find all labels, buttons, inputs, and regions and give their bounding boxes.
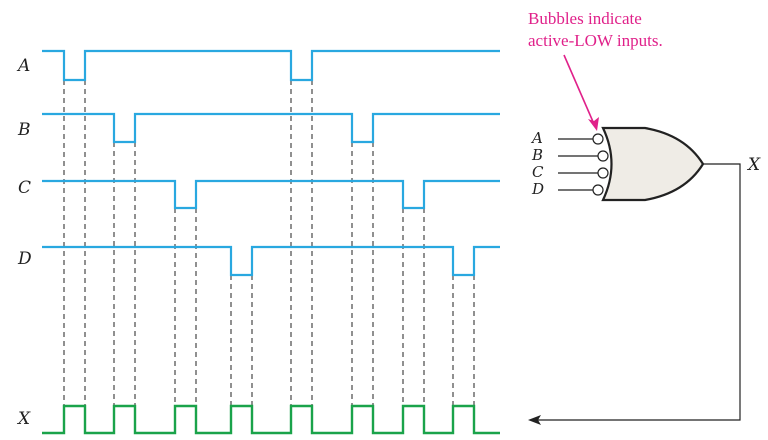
annotation-arrow-head (588, 117, 599, 131)
gate-input-label-a: A (530, 129, 543, 147)
dashed-guide-lines (63, 80, 475, 406)
annotation-line-2: active-LOW inputs. (528, 31, 663, 50)
annotation-line-1: Bubbles indicate (528, 9, 642, 28)
signal-label-a: A (16, 56, 30, 76)
gate-input-label-d: D (531, 180, 544, 198)
waveform-c (42, 179, 500, 210)
inversion-bubble-b (597, 150, 609, 162)
inversion-bubble-d (592, 184, 604, 196)
inversion-bubble-c (597, 167, 609, 179)
or-gate-body (601, 126, 705, 202)
output-feedback-wire (532, 163, 741, 421)
waveform-output-x (42, 404, 500, 435)
bubbles-annotation: Bubbles indicate active-LOW inputs. (528, 9, 663, 131)
gate-input-label-b: B (531, 146, 543, 164)
signal-label-d: D (17, 249, 32, 269)
signal-label-c: C (18, 178, 31, 198)
negative-or-gate: A B C D X (528, 126, 761, 425)
inversion-bubble-a (592, 133, 604, 145)
waveform-d (42, 245, 500, 277)
gate-input-label-c: C (532, 163, 544, 181)
gate-output-label-x: X (746, 155, 761, 175)
waveform-b (42, 112, 500, 144)
signal-label-b: B (17, 120, 31, 140)
output-arrow-head (528, 415, 541, 425)
output-label-x: X (16, 409, 31, 429)
waveforms (42, 49, 500, 435)
waveform-a (42, 49, 500, 82)
annotation-arrow-line (563, 54, 595, 125)
